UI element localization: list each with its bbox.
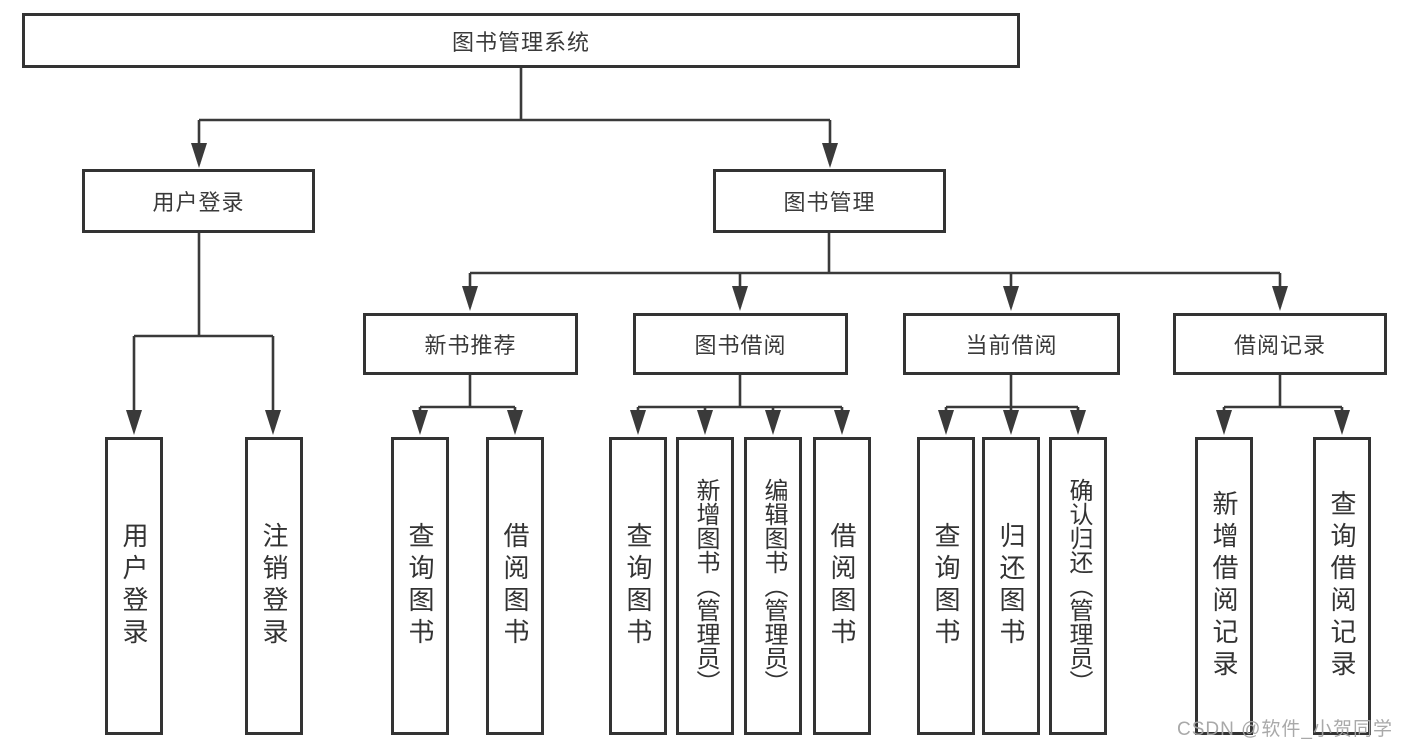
leaf-user-login-label: 用户登录 bbox=[119, 522, 149, 650]
node-current-borrow-label: 当前借阅 bbox=[965, 333, 1058, 358]
arrow-down-icon bbox=[697, 410, 713, 435]
arrow-down-icon bbox=[126, 410, 142, 435]
node-book-borrow-label: 图书借阅 bbox=[694, 333, 787, 358]
leaf-logout: 注销登录 bbox=[245, 437, 303, 735]
arrow-down-icons bbox=[126, 143, 1350, 435]
arrow-down-icon bbox=[1216, 410, 1232, 435]
node-book-borrow: 图书借阅 bbox=[633, 313, 848, 375]
leaf-confirm-return-admin: 确认归还（管理员） bbox=[1049, 437, 1107, 735]
arrow-down-icon bbox=[822, 143, 838, 168]
leaf-recommend-borrow-book: 借阅图书 bbox=[486, 437, 544, 735]
arrow-down-icon bbox=[938, 410, 954, 435]
leaf-add-book-admin: 新增图书（管理员） bbox=[676, 437, 734, 735]
leaf-return-book-label: 归还图书 bbox=[996, 522, 1026, 650]
arrow-down-icon bbox=[507, 410, 523, 435]
leaf-current-query-book: 查询图书 bbox=[917, 437, 975, 735]
leaf-add-borrow-record-label: 新增借阅记录 bbox=[1209, 490, 1239, 682]
leaf-logout-label: 注销登录 bbox=[259, 522, 289, 650]
arrow-down-icon bbox=[412, 410, 428, 435]
arrow-down-icon bbox=[834, 410, 850, 435]
leaf-return-book: 归还图书 bbox=[982, 437, 1040, 735]
node-root-label: 图书管理系统 bbox=[451, 29, 590, 55]
arrow-down-icon bbox=[630, 410, 646, 435]
node-borrow-records: 借阅记录 bbox=[1173, 313, 1387, 375]
leaf-recommend-borrow-book-label: 借阅图书 bbox=[500, 522, 530, 650]
leaf-borrow-book: 借阅图书 bbox=[813, 437, 871, 735]
leaf-borrow-query-book: 查询图书 bbox=[609, 437, 667, 735]
arrow-down-icon bbox=[265, 410, 281, 435]
leaf-recommend-query-book: 查询图书 bbox=[391, 437, 449, 735]
arrow-down-icon bbox=[1003, 410, 1019, 435]
leaf-borrow-book-label: 借阅图书 bbox=[827, 522, 857, 650]
leaf-edit-book-admin: 编辑图书（管理员） bbox=[744, 437, 802, 735]
node-user-login-label: 用户登录 bbox=[152, 190, 245, 215]
leaf-edit-book-admin-label: 编辑图书（管理员） bbox=[760, 478, 787, 694]
leaf-query-borrow-record: 查询借阅记录 bbox=[1313, 437, 1371, 735]
node-user-login: 用户登录 bbox=[82, 169, 315, 233]
leaf-add-book-admin-label: 新增图书（管理员） bbox=[692, 478, 719, 694]
leaf-query-borrow-record-label: 查询借阅记录 bbox=[1327, 490, 1357, 682]
node-root: 图书管理系统 bbox=[22, 13, 1020, 68]
arrow-down-icon bbox=[191, 143, 207, 168]
leaf-current-query-book-label: 查询图书 bbox=[931, 522, 961, 650]
leaf-add-borrow-record: 新增借阅记录 bbox=[1195, 437, 1253, 735]
arrow-down-icon bbox=[1070, 410, 1086, 435]
arrow-down-icon bbox=[462, 286, 478, 311]
arrow-down-icon bbox=[1334, 410, 1350, 435]
node-new-book-recommend: 新书推荐 bbox=[363, 313, 578, 375]
node-new-book-recommend-label: 新书推荐 bbox=[424, 333, 517, 358]
arrow-down-icon bbox=[1003, 286, 1019, 311]
node-book-management-label: 图书管理 bbox=[783, 190, 876, 215]
arrow-down-icon bbox=[765, 410, 781, 435]
node-borrow-records-label: 借阅记录 bbox=[1233, 333, 1326, 358]
leaf-confirm-return-admin-label: 确认归还（管理员） bbox=[1065, 478, 1092, 694]
leaf-borrow-query-book-label: 查询图书 bbox=[623, 522, 653, 650]
leaf-recommend-query-book-label: 查询图书 bbox=[405, 522, 435, 650]
arrow-down-icon bbox=[1272, 286, 1288, 311]
arrow-down-icon bbox=[732, 286, 748, 311]
leaf-user-login: 用户登录 bbox=[105, 437, 163, 735]
node-current-borrow: 当前借阅 bbox=[903, 313, 1120, 375]
node-book-management: 图书管理 bbox=[713, 169, 946, 233]
